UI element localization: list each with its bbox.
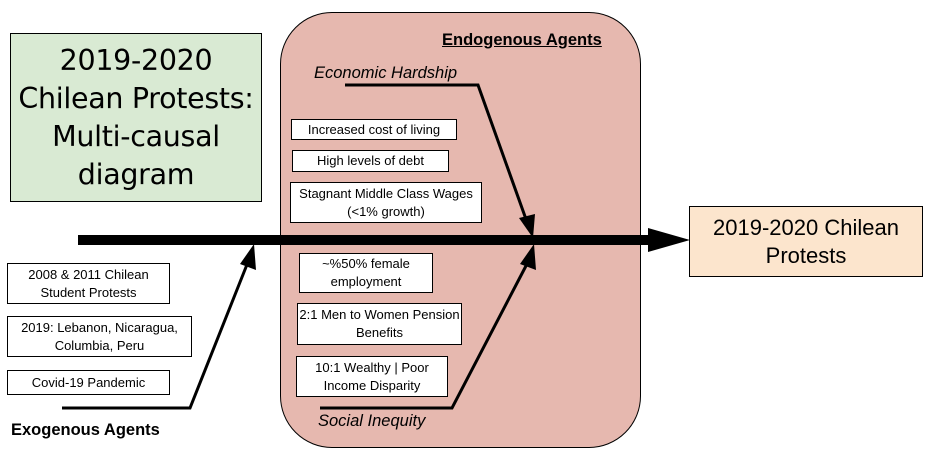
cause-box: ~%50% female employment: [299, 253, 433, 293]
cause-box: 10:1 Wealthy | Poor Income Disparity: [296, 356, 448, 397]
cause-box: High levels of debt: [292, 150, 449, 172]
cause-box: 2019: Lebanon, Nicaragua, Columbia, Peru: [7, 316, 192, 357]
endogenous-agents-label: Endogenous Agents: [442, 31, 602, 49]
outcome-box: 2019-2020 Chilean Protests: [689, 206, 923, 277]
social-branch-line: [320, 261, 530, 410]
exogenous-branch-line: [62, 261, 250, 410]
cause-box: Stagnant Middle Class Wages (<1% growth): [290, 182, 482, 223]
economic-hardship-label: Economic Hardship: [314, 64, 458, 82]
cause-box: Increased cost of living: [291, 119, 457, 140]
economic-branch-arrowhead: [519, 214, 535, 238]
spine-arrowhead: [648, 228, 690, 252]
cause-box: Covid-19 Pandemic: [7, 370, 170, 395]
cause-box: 2008 & 2011 Chilean Student Protests: [7, 263, 170, 304]
cause-box: 2:1 Men to Women Pension Benefits: [297, 303, 462, 345]
exogenous-branch-arrowhead: [240, 244, 256, 270]
exogenous-agents-label: Exogenous Agents: [11, 421, 160, 439]
economic-branch-line: [345, 83, 529, 223]
social-inequity-label: Social Inequity: [318, 412, 426, 430]
social-branch-arrowhead: [520, 244, 536, 270]
diagram-title: 2019-2020 Chilean Protests: Multi-causal…: [10, 33, 262, 202]
